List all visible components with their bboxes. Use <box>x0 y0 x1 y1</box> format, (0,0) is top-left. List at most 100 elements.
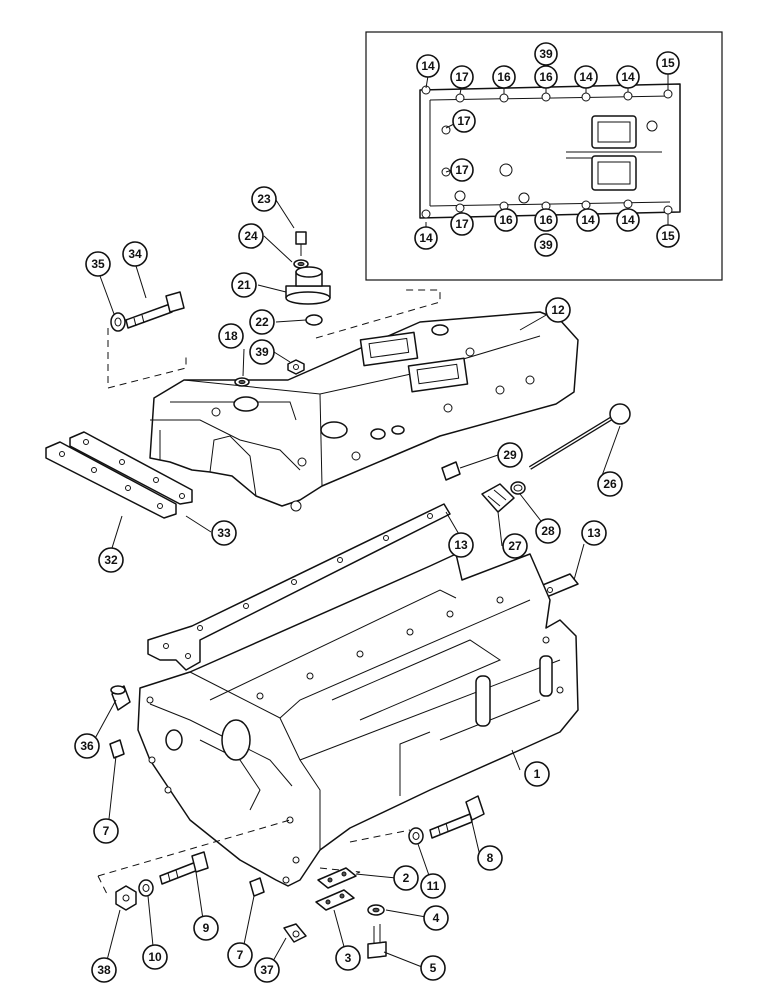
svg-text:22: 22 <box>255 315 269 329</box>
washer-10 <box>138 879 154 897</box>
svg-text:3: 3 <box>345 951 352 965</box>
dowel-36 <box>110 685 131 711</box>
bolt-5 <box>367 924 387 959</box>
callout-22: 22 <box>249 309 275 335</box>
callout-16-c: 16 <box>494 208 518 232</box>
callout-15-b: 15 <box>656 224 680 248</box>
callout-3: 3 <box>335 945 361 971</box>
callout-13-upper: 13 <box>448 532 474 558</box>
svg-text:14: 14 <box>621 70 635 84</box>
callout-13-right: 13 <box>581 520 607 546</box>
svg-text:13: 13 <box>587 526 601 540</box>
bolt-34 <box>125 291 185 329</box>
callout-39-nut: 39 <box>249 339 275 365</box>
callout-17-a: 17 <box>450 65 474 89</box>
callout-23: 23 <box>251 186 277 212</box>
callout-17-c: 17 <box>450 158 474 182</box>
main-housing <box>137 553 579 887</box>
svg-text:1: 1 <box>534 767 541 781</box>
callout-16-b: 16 <box>534 65 558 89</box>
svg-text:28: 28 <box>541 524 555 538</box>
callout-14-a: 14 <box>416 54 440 78</box>
dowel-7-lower <box>249 877 265 897</box>
svg-text:21: 21 <box>237 278 251 292</box>
svg-text:33: 33 <box>217 526 231 540</box>
callout-17-b: 17 <box>452 109 476 133</box>
svg-text:14: 14 <box>621 213 635 227</box>
svg-text:5: 5 <box>430 961 437 975</box>
bolt-23 <box>295 231 307 256</box>
svg-text:15: 15 <box>661 229 675 243</box>
svg-text:32: 32 <box>104 553 118 567</box>
o-ring-28 <box>510 481 526 495</box>
svg-text:17: 17 <box>457 114 471 128</box>
callout-14-e: 14 <box>576 208 600 232</box>
svg-text:15: 15 <box>661 56 675 70</box>
callout-14-d: 14 <box>414 226 438 250</box>
svg-text:23: 23 <box>257 192 271 206</box>
cap-21 <box>285 266 331 305</box>
callout-16-d: 16 <box>534 208 558 232</box>
gasket-left <box>147 503 451 671</box>
washer-11 <box>408 827 424 845</box>
svg-text:16: 16 <box>539 70 553 84</box>
bolt-8 <box>429 795 485 839</box>
callout-36: 36 <box>74 733 100 759</box>
callout-35: 35 <box>85 251 111 277</box>
callout-28: 28 <box>535 518 561 544</box>
svg-text:4: 4 <box>433 911 440 925</box>
svg-text:39: 39 <box>539 47 553 61</box>
svg-text:16: 16 <box>497 70 511 84</box>
plug-29 <box>441 461 461 481</box>
svg-text:34: 34 <box>128 247 142 261</box>
washer-18 <box>234 377 250 387</box>
callout-4: 4 <box>423 905 449 931</box>
svg-text:7: 7 <box>103 824 110 838</box>
callout-29: 29 <box>497 442 523 468</box>
nut-38 <box>115 885 137 911</box>
callout-18: 18 <box>218 323 244 349</box>
svg-text:27: 27 <box>508 539 522 553</box>
callout-34: 34 <box>122 241 148 267</box>
callout-12: 12 <box>545 297 571 323</box>
washer-4 <box>367 904 385 916</box>
svg-text:29: 29 <box>503 448 517 462</box>
callout-14-f: 14 <box>616 208 640 232</box>
fitting-37 <box>283 923 307 943</box>
svg-text:8: 8 <box>487 851 494 865</box>
svg-text:37: 37 <box>260 963 274 977</box>
svg-text:39: 39 <box>539 238 553 252</box>
callout-37: 37 <box>254 957 280 983</box>
svg-text:13: 13 <box>454 538 468 552</box>
dipstick-tube-27 <box>481 483 515 513</box>
inset-bolt-holes <box>421 85 673 219</box>
callout-24: 24 <box>238 223 264 249</box>
callout-2: 2 <box>393 865 419 891</box>
callout-38: 38 <box>91 957 117 983</box>
svg-text:12: 12 <box>551 303 565 317</box>
callout-5: 5 <box>420 955 446 981</box>
callout-14-c: 14 <box>616 65 640 89</box>
svg-text:14: 14 <box>421 59 435 73</box>
svg-text:14: 14 <box>419 231 433 245</box>
svg-text:10: 10 <box>148 950 162 964</box>
svg-text:11: 11 <box>427 879 440 893</box>
callout-14-b: 14 <box>574 65 598 89</box>
plate-2 <box>317 867 357 889</box>
washer-24 <box>293 259 309 269</box>
callout-7-lower: 7 <box>227 942 253 968</box>
svg-text:36: 36 <box>80 739 94 753</box>
o-ring-22 <box>305 314 323 326</box>
callout-39-bottom: 39 <box>534 233 558 257</box>
svg-text:7: 7 <box>237 948 244 962</box>
svg-text:14: 14 <box>581 213 595 227</box>
svg-text:9: 9 <box>203 921 210 935</box>
svg-text:18: 18 <box>224 329 238 343</box>
svg-text:2: 2 <box>403 871 410 885</box>
svg-text:35: 35 <box>91 257 105 271</box>
washer-35 <box>110 312 126 332</box>
callout-15-a: 15 <box>656 51 680 75</box>
dipstick-26 <box>528 403 631 470</box>
callout-10: 10 <box>142 944 168 970</box>
